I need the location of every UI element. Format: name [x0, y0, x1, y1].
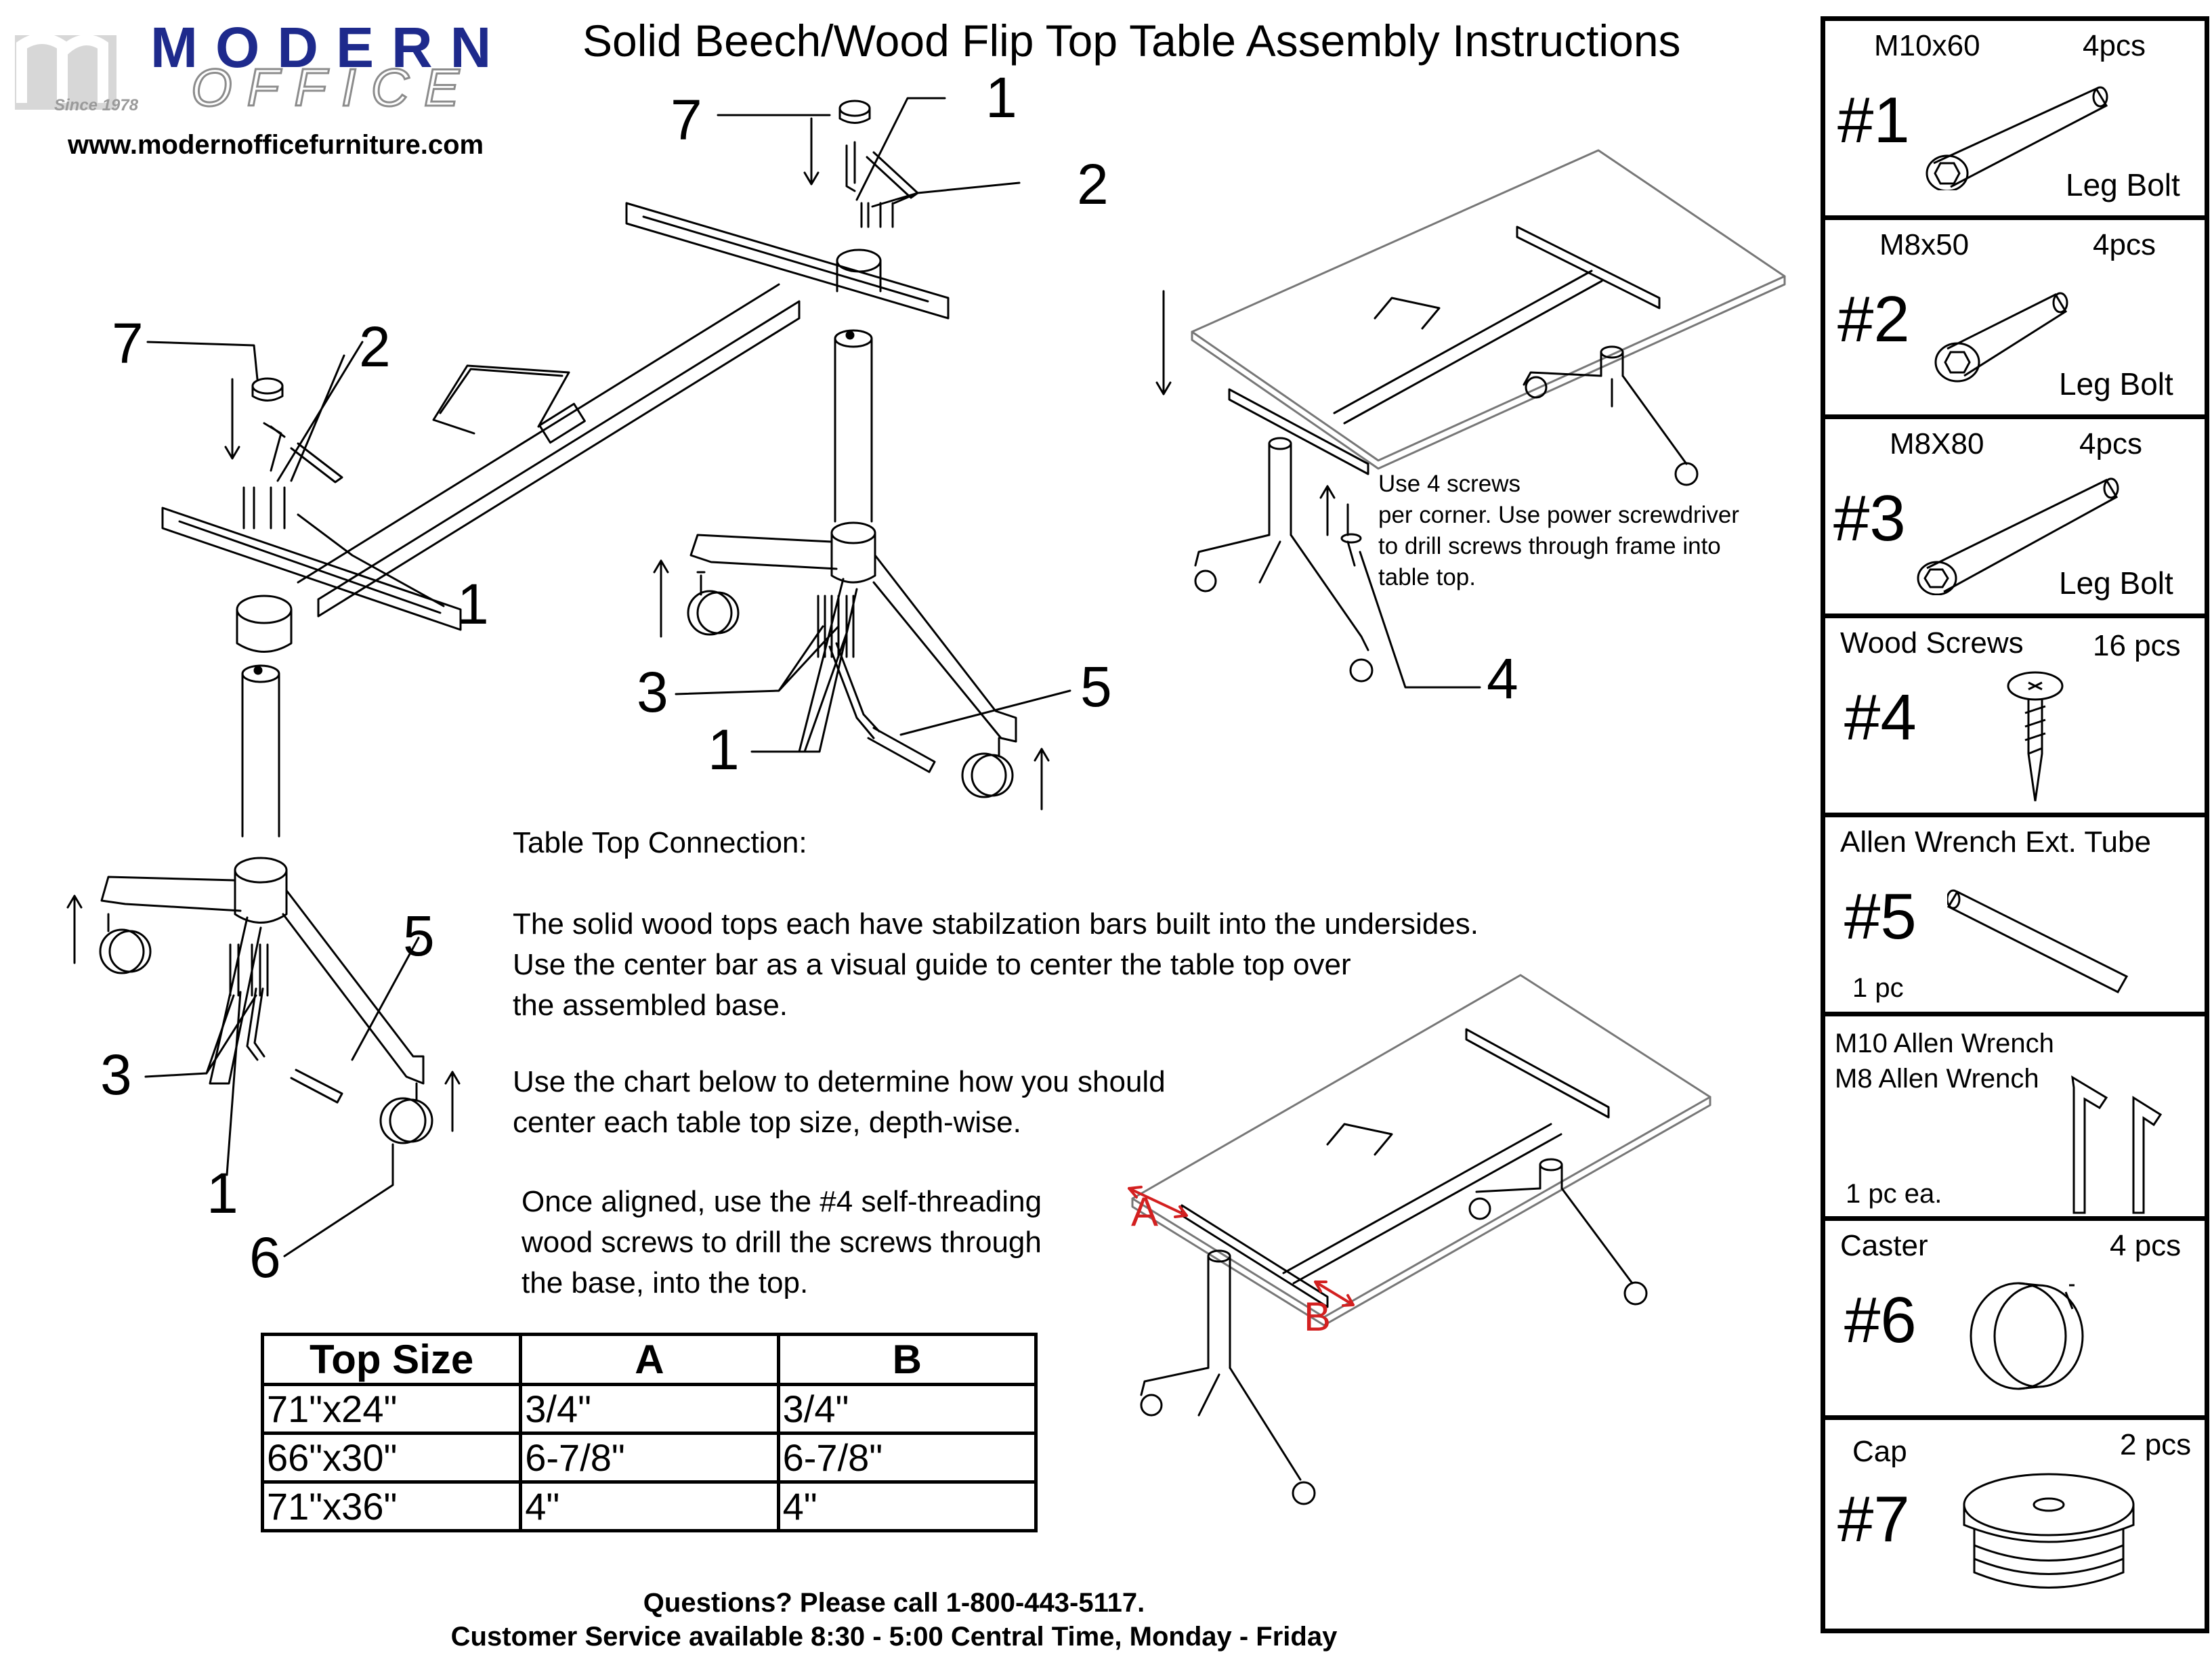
table-top-size-chart: Top Size A B 71"x24" 3/4" 3/4" 66"x30" 6… [260, 1333, 1038, 1532]
part-5: Allen Wrench Ext. Tube #5 1 pc [1825, 817, 2205, 1016]
assembly-diagram [0, 0, 1802, 1657]
part-1-qty: 4pcs [2083, 29, 2146, 62]
website-url[interactable]: www.modernofficefurniture.com [68, 130, 484, 160]
part-2-type: Leg Bolt [2059, 366, 2173, 402]
footer-hours: Customer Service available 8:30 - 5:00 C… [450, 1622, 1338, 1652]
table-cell: 6-7/8" [519, 1432, 780, 1484]
part-2-qty: 4pcs [2093, 228, 2156, 261]
wood-screw-icon [2007, 671, 2064, 802]
callout-leg-bolt-top: 1 [985, 66, 1017, 129]
logo-mark-icon [15, 33, 116, 110]
callout-tube-right: 5 [1080, 655, 1112, 718]
table-row: 71"x24" 3/4" 3/4" [260, 1383, 1038, 1435]
marker-b: B [1304, 1294, 1332, 1339]
part-1-number: #1 [1837, 84, 1910, 156]
footer-phone: Questions? Please call 1-800-443-5117. [643, 1588, 1145, 1618]
left-foot-drawing [100, 858, 432, 1143]
table-row: 71"x36" 4" 4" [260, 1480, 1038, 1532]
instructions-paragraph-1: The solid wood tops each have stabilzati… [513, 907, 1479, 1022]
callout-leg-bolt-left: 1 [457, 572, 489, 636]
part-7-name: Cap [1852, 1435, 1907, 1468]
part-4-number: #4 [1844, 681, 1917, 754]
table-top-lower-drawing [1132, 975, 1710, 1325]
part-5-number: #5 [1844, 880, 1917, 953]
part-4-name: Wood Screws [1840, 626, 2024, 660]
table-cell: 71"x36" [260, 1480, 523, 1532]
part-3-number: #3 [1833, 482, 1906, 555]
callout-m8-bolt-top: 2 [1077, 152, 1109, 216]
callout-m8x80-left: 3 [100, 1043, 132, 1106]
caster-icon [1970, 1282, 2084, 1390]
part-7-number: #7 [1837, 1483, 1910, 1555]
part-3-size: M8X80 [1890, 427, 1984, 460]
callout-caster: 6 [249, 1226, 281, 1289]
part-2-size: M8x50 [1879, 228, 1970, 261]
allen-wrench-icon [2071, 1075, 2163, 1214]
extension-tube-icon [1947, 889, 2129, 993]
part-6-number: #6 [1844, 1284, 1917, 1356]
marker-a: A [1131, 1189, 1159, 1234]
logo-since-text: Since 1978 [54, 96, 139, 114]
leg-bolt-icon [1926, 86, 2108, 190]
part-4-qty: 16 pcs [2093, 629, 2181, 662]
part-allen-wrench-qty: 1 pc ea. [1846, 1179, 1942, 1209]
table-header-row: Top Size A B [260, 1333, 1038, 1386]
part-3-type: Leg Bolt [2059, 565, 2173, 601]
instructions-heading: Table Top Connection: [513, 826, 807, 859]
table-cell: 4" [776, 1480, 1038, 1532]
part-7-qty: 2 pcs [2120, 1428, 2192, 1461]
part-1-size: M10x60 [1874, 29, 1980, 62]
table-cell: 6-7/8" [776, 1432, 1038, 1484]
part-6: Caster 4 pcs #6 [1825, 1221, 2205, 1420]
part-5-qty: 1 pc [1852, 973, 1904, 1003]
parts-list-panel: M10x60 4pcs #1 Leg Bolt M8x50 4pcs #2 Le… [1821, 16, 2209, 1633]
part-allen-wrench-m8: M8 Allen Wrench [1835, 1064, 2039, 1094]
logo-modern-text: MODERN [150, 16, 509, 79]
table-header-b: B [776, 1333, 1038, 1386]
part-1: M10x60 4pcs #1 Leg Bolt [1825, 21, 2205, 220]
logo-office-text: OFFICE [190, 57, 474, 119]
table-header-top-size: Top Size [260, 1333, 523, 1386]
instructions-paragraph-3: Once aligned, use the #4 self-threading … [522, 1185, 1042, 1299]
instructions-paragraph-2: Use the chart below to determine how you… [513, 1065, 1166, 1139]
callout-leg-bolt-bottom: 1 [207, 1161, 238, 1225]
screw-install-note: Use 4 screws per corner. Use power screw… [1378, 471, 1739, 590]
part-2-number: #2 [1837, 283, 1910, 356]
callout-leg-bolt-right: 1 [708, 718, 740, 781]
callout-cap-left: 7 [112, 311, 144, 375]
part-2: M8x50 4pcs #2 Leg Bolt [1825, 220, 2205, 419]
part-allen-wrenches: M10 Allen Wrench M8 Allen Wrench 1 pc ea… [1825, 1016, 2205, 1221]
table-cell: 66"x30" [260, 1432, 523, 1484]
page-title: Solid Beech/Wood Flip Top Table Assembly… [582, 16, 1681, 66]
table-base-upper-drawing [1195, 227, 1697, 687]
callout-tube-left: 5 [403, 904, 435, 968]
table-cell: 71"x24" [260, 1383, 523, 1435]
table-top-upper-drawing [1192, 150, 1785, 469]
part-3-qty: 4pcs [2079, 427, 2142, 460]
table-cell: 4" [519, 1480, 780, 1532]
part-3: M8X80 4pcs #3 Leg Bolt [1825, 419, 2205, 618]
leg-bolt-icon [1934, 292, 2068, 383]
table-cell: 3/4" [519, 1383, 780, 1435]
leg-bolt-icon [1917, 477, 2119, 595]
cap-icon [1963, 1473, 2135, 1589]
part-1-type: Leg Bolt [2066, 167, 2180, 202]
table-row: 66"x30" 6-7/8" 6-7/8" [260, 1432, 1038, 1484]
callout-wood-screw: 4 [1487, 647, 1518, 710]
right-foot-drawing [688, 523, 1016, 797]
part-6-name: Caster [1840, 1229, 1928, 1262]
table-header-a: A [519, 1333, 780, 1386]
base-frame-drawing [163, 203, 948, 836]
part-5-name: Allen Wrench Ext. Tube [1840, 825, 2151, 859]
callout-m8x80-right: 3 [637, 660, 668, 724]
part-allen-wrench-m10: M10 Allen Wrench [1835, 1029, 2054, 1058]
part-6-qty: 4 pcs [2110, 1229, 2182, 1262]
table-base-lower-drawing [1141, 1029, 1646, 1504]
callout-cap-top: 7 [671, 88, 702, 152]
callout-m8-bolt-left: 2 [359, 315, 391, 379]
part-7: Cap 2 pcs #7 [1825, 1420, 2205, 1624]
table-cell: 3/4" [776, 1383, 1038, 1435]
part-4: Wood Screws 16 pcs #4 [1825, 618, 2205, 817]
